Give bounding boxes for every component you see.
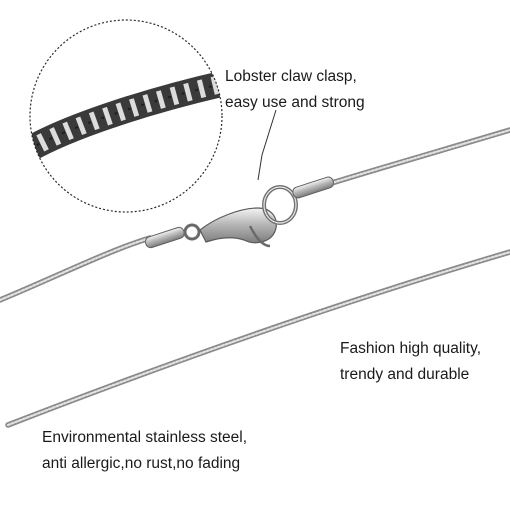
caption-clasp-line2: easy use and strong [225, 94, 365, 111]
caption-fashion: Fashion high quality, trendy and durable [340, 336, 481, 388]
magnified-detail-lens [29, 19, 223, 213]
caption-steel: Environmental stainless steel, anti alle… [42, 425, 247, 477]
caption-fashion-line1: Fashion high quality, [340, 340, 482, 357]
chain-upper-strand [0, 127, 510, 303]
callout-pointer [257, 109, 277, 181]
chain-lower-strand [5, 249, 510, 428]
caption-steel-line2: anti allergic,no rust,no fading [42, 455, 241, 472]
caption-steel-line1: Environmental stainless steel, [42, 429, 248, 446]
caption-clasp-line1: Lobster claw clasp, [225, 68, 357, 85]
caption-clasp: Lobster claw clasp, easy use and strong [225, 64, 365, 116]
caption-fashion-line2: trendy and durable [340, 366, 470, 383]
lobster-clasp [144, 176, 335, 249]
